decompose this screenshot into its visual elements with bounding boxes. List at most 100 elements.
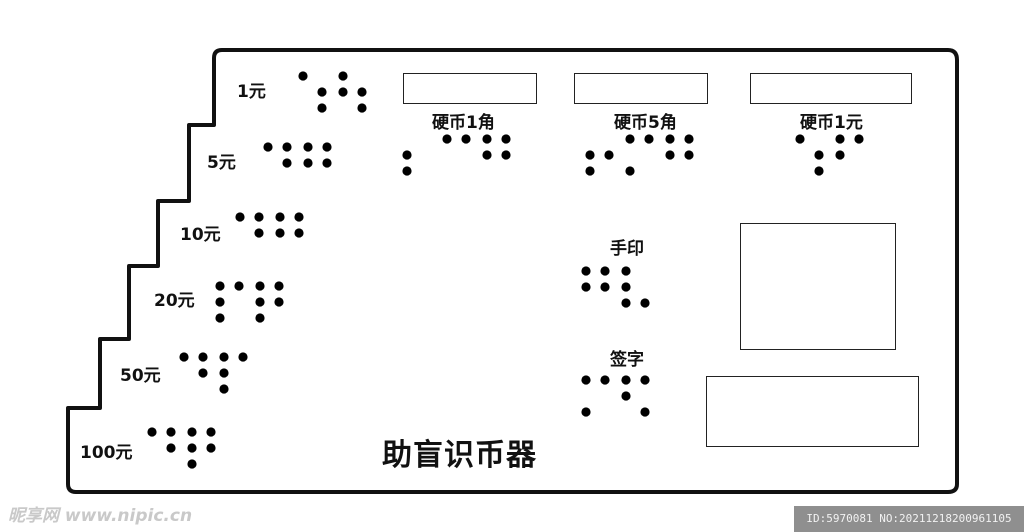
- braille-coin2-cell3-dot4: [684, 134, 694, 144]
- braille-denom1-cell1-dot5: [317, 87, 327, 97]
- braille-coin3-cell1-dot6: [814, 166, 824, 176]
- braille-denom2-cell1-dot5: [282, 158, 292, 168]
- braille-denom3-cell2-dot4: [294, 212, 304, 222]
- braille-denom2-cell1-dot1: [263, 142, 273, 152]
- braille-section1-cell1-dot4: [600, 266, 610, 276]
- braille-denom3-cell2-dot5: [294, 228, 304, 238]
- braille-denom6-cell2-dot4: [206, 427, 216, 437]
- braille-denom1-cell2-dot2: [338, 87, 348, 97]
- braille-denom3-cell2-dot2: [275, 228, 285, 238]
- braille-denom1-cell1-dot6: [317, 103, 327, 113]
- braille-coin2-cell2-dot3: [625, 166, 635, 176]
- braille-section2-cell2-dot1: [621, 375, 631, 385]
- section-label-handprint: 手印: [610, 239, 644, 259]
- coin-label-5jiao: 硬币5角: [614, 113, 677, 133]
- braille-denom1-cell2-dot6: [357, 103, 367, 113]
- handprint-box: [740, 223, 896, 350]
- braille-section2-cell1-dot3: [581, 407, 591, 417]
- denom-label-5yuan: 5元: [207, 153, 236, 173]
- braille-coin3-cell2-dot4: [854, 134, 864, 144]
- section-label-signature: 签字: [610, 350, 644, 370]
- braille-denom4-cell1-dot1: [215, 281, 225, 291]
- braille-coin2-cell3-dot2: [665, 150, 675, 160]
- braille-denom2-cell2-dot2: [303, 158, 313, 168]
- braille-section2-cell2-dot2: [621, 391, 631, 401]
- braille-section2-cell2-dot6: [640, 407, 650, 417]
- braille-denom6-cell2-dot3: [187, 459, 197, 469]
- braille-denom5-cell1-dot5: [198, 368, 208, 378]
- braille-coin1-cell2-dot4: [461, 134, 471, 144]
- braille-denom4-cell2-dot4: [274, 281, 284, 291]
- braille-denom2-cell2-dot4: [322, 142, 332, 152]
- braille-dots: [147, 71, 864, 469]
- braille-denom5-cell1-dot1: [179, 352, 189, 362]
- coin-label-1jiao: 硬币1角: [432, 113, 495, 133]
- watermark-left: 昵享网 www.nipic.cn: [8, 506, 193, 526]
- braille-denom6-cell2-dot5: [206, 443, 216, 453]
- braille-denom2-cell2-dot1: [303, 142, 313, 152]
- braille-coin1-cell1-dot2: [402, 150, 412, 160]
- watermark-id: ID:5970081 NO:20211218200961105: [794, 506, 1024, 532]
- braille-coin1-cell3-dot1: [482, 134, 492, 144]
- braille-denom5-cell2-dot2: [219, 368, 229, 378]
- braille-denom6-cell1-dot4: [166, 427, 176, 437]
- denom-label-10yuan: 10元: [180, 225, 221, 245]
- coin-label-1yuan: 硬币1元: [800, 113, 863, 133]
- denom-label-50yuan: 50元: [120, 366, 161, 386]
- braille-denom4-cell2-dot5: [274, 297, 284, 307]
- braille-denom3-cell1-dot5: [254, 228, 264, 238]
- braille-section1-cell2-dot1: [621, 266, 631, 276]
- braille-coin1-cell1-dot3: [402, 166, 412, 176]
- braille-denom3-cell1-dot1: [235, 212, 245, 222]
- braille-denom4-cell2-dot3: [255, 313, 265, 323]
- braille-denom2-cell1-dot4: [282, 142, 292, 152]
- braille-coin2-cell3-dot1: [665, 134, 675, 144]
- braille-denom6-cell1-dot1: [147, 427, 157, 437]
- braille-section1-cell1-dot1: [581, 266, 591, 276]
- denom-label-1yuan: 1元: [237, 82, 266, 102]
- braille-coin2-cell3-dot5: [684, 150, 694, 160]
- braille-coin2-cell1-dot5: [604, 150, 614, 160]
- braille-denom1-cell2-dot1: [338, 71, 348, 81]
- coin-slot-5jiao: [574, 73, 708, 104]
- signature-box: [706, 376, 919, 447]
- braille-denom5-cell2-dot1: [219, 352, 229, 362]
- braille-coin1-cell3-dot2: [482, 150, 492, 160]
- braille-section1-cell1-dot5: [600, 282, 610, 292]
- braille-coin1-cell3-dot5: [501, 150, 511, 160]
- braille-coin3-cell1-dot1: [795, 134, 805, 144]
- braille-denom4-cell1-dot2: [215, 297, 225, 307]
- braille-denom5-cell2-dot4: [238, 352, 248, 362]
- braille-denom6-cell1-dot5: [166, 443, 176, 453]
- braille-denom5-cell2-dot3: [219, 384, 229, 394]
- braille-denom6-cell2-dot1: [187, 427, 197, 437]
- braille-section1-cell2-dot2: [621, 282, 631, 292]
- braille-coin1-cell2-dot1: [442, 134, 452, 144]
- braille-section1-cell2-dot3: [621, 298, 631, 308]
- braille-denom3-cell2-dot1: [275, 212, 285, 222]
- braille-section2-cell2-dot4: [640, 375, 650, 385]
- braille-coin2-cell2-dot4: [644, 134, 654, 144]
- braille-section1-cell2-dot6: [640, 298, 650, 308]
- braille-section1-cell1-dot2: [581, 282, 591, 292]
- coin-slot-1jiao: [403, 73, 537, 104]
- braille-denom4-cell1-dot4: [234, 281, 244, 291]
- braille-coin3-cell2-dot1: [835, 134, 845, 144]
- denom-label-100yuan: 100元: [80, 443, 133, 463]
- braille-denom4-cell2-dot2: [255, 297, 265, 307]
- braille-denom1-cell1-dot1: [298, 71, 308, 81]
- coin-slot-1yuan: [750, 73, 912, 104]
- braille-coin2-cell1-dot2: [585, 150, 595, 160]
- braille-denom6-cell2-dot2: [187, 443, 197, 453]
- braille-denom2-cell2-dot5: [322, 158, 332, 168]
- braille-coin3-cell2-dot2: [835, 150, 845, 160]
- braille-denom4-cell1-dot3: [215, 313, 225, 323]
- braille-denom1-cell2-dot5: [357, 87, 367, 97]
- braille-denom5-cell1-dot4: [198, 352, 208, 362]
- denom-label-20yuan: 20元: [154, 291, 195, 311]
- braille-coin3-cell1-dot5: [814, 150, 824, 160]
- braille-section2-cell1-dot4: [600, 375, 610, 385]
- braille-section2-cell1-dot1: [581, 375, 591, 385]
- braille-denom3-cell1-dot4: [254, 212, 264, 222]
